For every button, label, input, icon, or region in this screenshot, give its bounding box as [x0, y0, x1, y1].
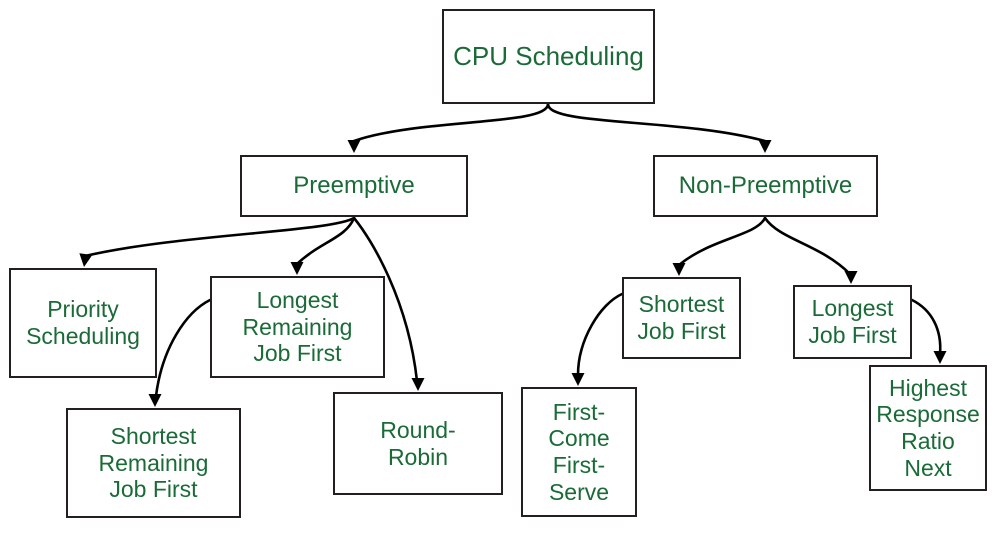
node-round-robin: Round- Robin — [333, 392, 503, 495]
edge-root-to-preemptive — [347, 102, 550, 153]
node-longest-job-first: Longest Job First — [793, 285, 912, 359]
arrowhead — [290, 262, 304, 275]
arrowhead — [347, 140, 361, 153]
edge-preemptive-to-longest-remaining-job-first — [290, 216, 356, 275]
edge-longest-remaining-job-first-to-shortest-remaining-job-first — [148, 298, 212, 407]
edge-non-preemptive-to-longest-job-first — [763, 216, 858, 284]
arrowhead — [79, 253, 93, 267]
edge-non-preemptive-to-shortest-job-first — [672, 216, 767, 276]
edge-shortest-job-first-to-first-come-first-serve — [571, 292, 624, 386]
arrowhead — [148, 394, 162, 407]
node-shortest-remaining-job-first: Shortest Remaining Job First — [66, 408, 241, 518]
arrowhead — [933, 351, 947, 364]
node-cpu-scheduling: CPU Scheduling — [442, 9, 655, 104]
node-preemptive: Preemptive — [240, 155, 468, 217]
arrowhead — [844, 271, 858, 284]
arrowhead — [672, 263, 686, 276]
node-priority-scheduling: Priority Scheduling — [9, 268, 157, 378]
node-longest-remaining-job-first: Longest Remaining Job First — [210, 276, 385, 378]
arrowhead — [758, 140, 772, 153]
edge-preemptive-to-priority-scheduling — [79, 216, 356, 267]
node-non-preemptive: Non-Preemptive — [653, 155, 878, 217]
arrowhead — [571, 373, 585, 386]
arrowhead — [411, 378, 425, 391]
node-first-come-first-serve: First- Come First- Serve — [521, 387, 637, 517]
edge-root-to-non-preemptive — [546, 102, 772, 153]
edge-longest-job-first-to-highest-response-ratio-next — [910, 298, 947, 364]
node-shortest-job-first: Shortest Job First — [622, 277, 741, 359]
node-highest-response-ratio-next: Highest Response Ratio Next — [869, 365, 987, 491]
